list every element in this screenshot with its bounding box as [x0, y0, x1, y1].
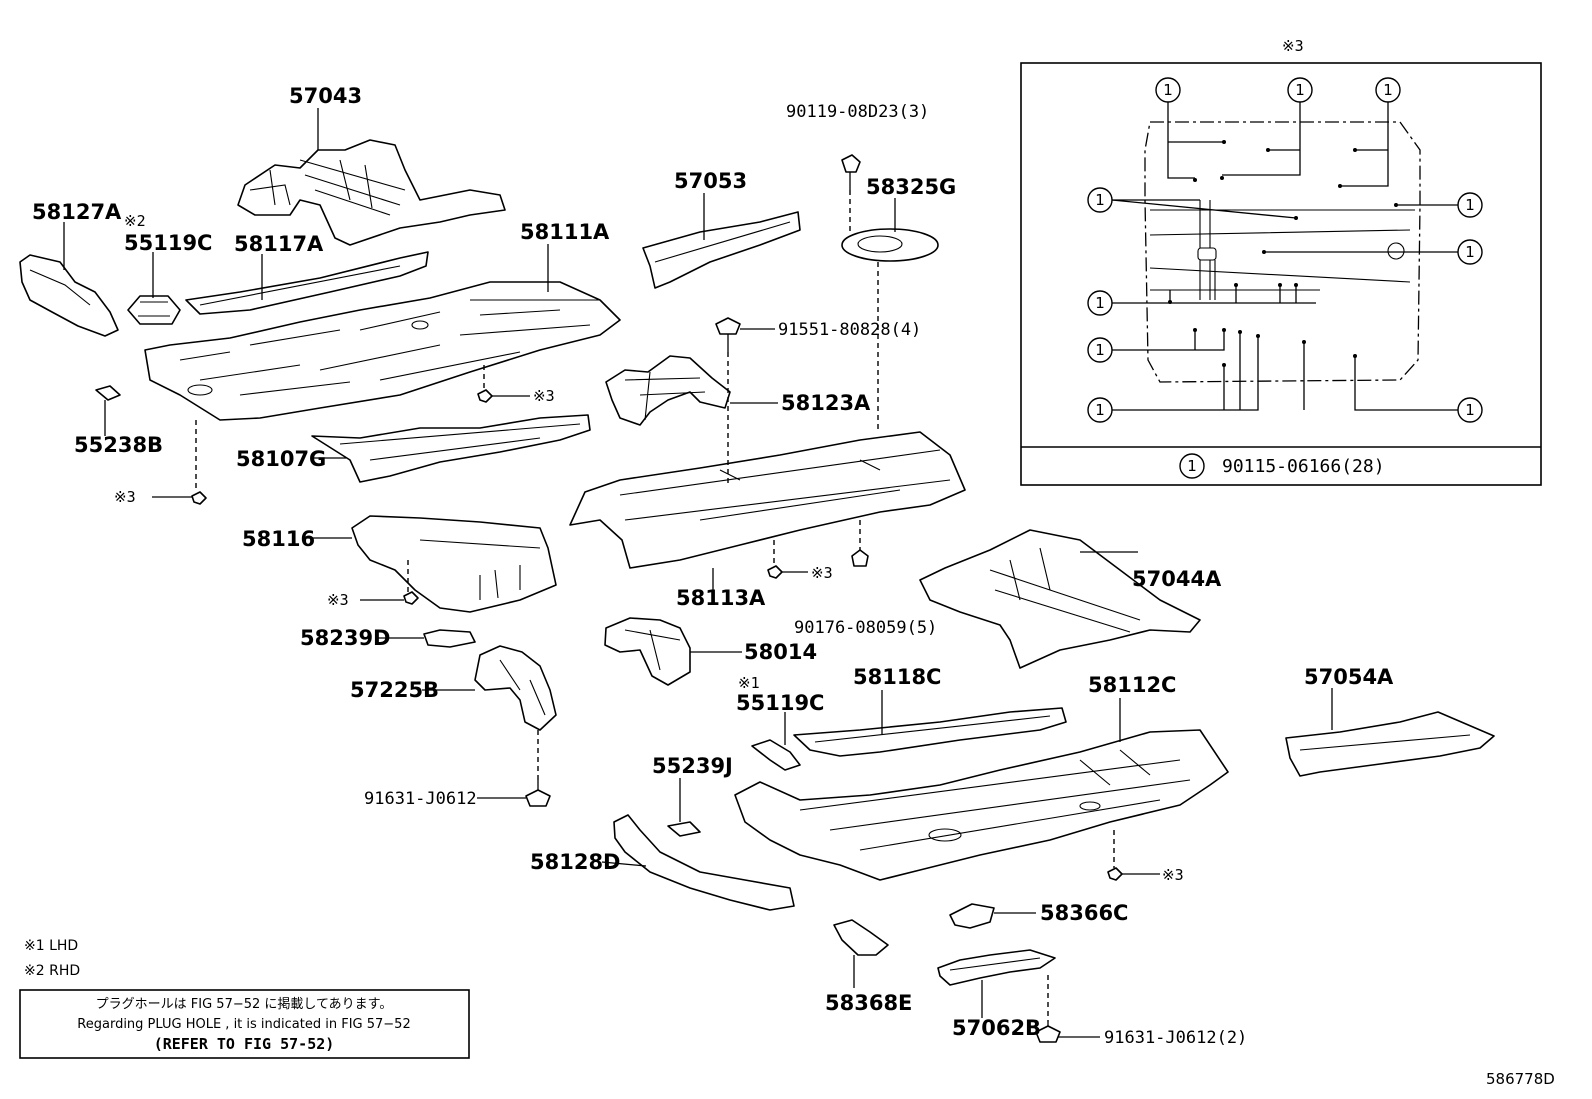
- part-57054A-shape: [1285, 711, 1495, 777]
- svg-text:1: 1: [1163, 81, 1173, 99]
- callout-57044A[interactable]: 57044A: [1132, 567, 1222, 591]
- callout-55238B[interactable]: 55238B: [74, 433, 163, 457]
- callout-58123A[interactable]: 58123A: [781, 391, 871, 415]
- detail-legend-part[interactable]: 90115-06166(28): [1222, 456, 1385, 477]
- figure-id: 586778D: [1486, 1070, 1555, 1088]
- callout-mark3-e: ※3: [1162, 866, 1184, 884]
- callout-mark3-a: ※3: [533, 387, 555, 405]
- part-58014-shape: [604, 617, 691, 686]
- notice-box: プラグホールは FIG 57−52 に掲載してあります。 Regarding P…: [19, 989, 470, 1059]
- svg-text:1: 1: [1465, 401, 1475, 419]
- callout-58118C[interactable]: 58118C: [853, 665, 941, 689]
- bolt-91631-a-shape: [525, 780, 551, 807]
- part-58116-shape: [351, 515, 557, 613]
- svg-text:1: 1: [1465, 196, 1475, 214]
- callout-58014[interactable]: 58014: [744, 640, 817, 664]
- callout-55119C-lhd[interactable]: 55119C: [736, 691, 824, 715]
- part-58368E-shape: [833, 919, 889, 956]
- callout-58107G[interactable]: 58107G: [236, 447, 326, 471]
- callout-58127A[interactable]: 58127A: [32, 200, 122, 224]
- callout-mark3-d: ※3: [811, 564, 833, 582]
- callout-55239J[interactable]: 55239J: [652, 754, 733, 778]
- part-55238B-shape: [95, 385, 121, 401]
- part-58366C-shape: [949, 903, 995, 929]
- notice-line-2: Regarding PLUG HOLE , it is indicated in…: [77, 1017, 410, 1032]
- part-58128D-shape: [613, 814, 795, 911]
- part-57062B-shape: [937, 949, 1056, 986]
- callout-58116[interactable]: 58116: [242, 527, 315, 551]
- callout-mark3-c: ※3: [327, 591, 349, 609]
- callout-58111A[interactable]: 58111A: [520, 220, 610, 244]
- callout-58113A[interactable]: 58113A: [676, 586, 766, 610]
- part-58117A-shape: [185, 251, 429, 315]
- part-58127A-shape: [19, 254, 119, 337]
- callout-57043[interactable]: 57043: [289, 84, 362, 108]
- detail-legend-marker: 1: [1187, 457, 1197, 475]
- part-58118C-shape: [793, 707, 1067, 757]
- callout-57225B[interactable]: 57225B: [350, 678, 439, 702]
- bolt-small-shapes: [191, 389, 1123, 881]
- svg-text:1: 1: [1465, 243, 1475, 261]
- svg-text:1: 1: [1383, 81, 1393, 99]
- legend-lhd: ※1 LHD: [24, 938, 78, 954]
- svg-text:1: 1: [1095, 401, 1105, 419]
- part-55119C-lhd-shape: [751, 739, 801, 771]
- callout-58239D[interactable]: 58239D: [300, 626, 391, 650]
- callout-58366C[interactable]: 58366C: [1040, 901, 1128, 925]
- callout-58128D[interactable]: 58128D: [530, 850, 621, 874]
- callout-57062B[interactable]: 57062B: [952, 1016, 1041, 1040]
- callout-55119C-rhd-mark: ※2: [124, 212, 146, 230]
- part-57043-shape: [237, 139, 506, 246]
- svg-text:1: 1: [1095, 191, 1105, 209]
- detail-box-title: ※3: [1282, 37, 1304, 55]
- callout-91631-a[interactable]: 91631-J0612: [364, 789, 477, 809]
- svg-text:1: 1: [1095, 294, 1105, 312]
- callout-57054A[interactable]: 57054A: [1304, 665, 1394, 689]
- callout-91551[interactable]: 91551-80828(4): [778, 320, 921, 340]
- legend-rhd: ※2 RHD: [24, 963, 80, 979]
- part-55239J-shape: [667, 821, 701, 837]
- part-55119C-rhd-shape: [127, 295, 181, 325]
- callout-90176[interactable]: 90176-08059(5): [794, 618, 937, 638]
- bolt-90176-shape: [851, 549, 869, 567]
- callout-58117A[interactable]: 58117A: [234, 232, 324, 256]
- part-57225B-shape: [474, 645, 557, 731]
- part-57044A-shape: [919, 529, 1201, 669]
- leader-lines: [63, 108, 1333, 1038]
- callout-55119C-lhd-mark: ※1: [738, 674, 760, 692]
- callout-58325G[interactable]: 58325G: [866, 175, 956, 199]
- callout-91631-b[interactable]: 91631-J0612(2): [1104, 1028, 1247, 1048]
- callout-58112C[interactable]: 58112C: [1088, 673, 1176, 697]
- part-58123A-shape: [605, 355, 731, 426]
- callout-55119C-rhd[interactable]: 55119C: [124, 231, 212, 255]
- part-58239D-shape: [423, 629, 476, 648]
- notice-line-1: プラグホールは FIG 57−52 に掲載してあります。: [96, 996, 393, 1012]
- part-58113A-shape: [569, 431, 966, 569]
- callout-58368E[interactable]: 58368E: [825, 991, 912, 1015]
- callout-57053[interactable]: 57053: [674, 169, 747, 193]
- assembly-dashed-lines: [195, 190, 1115, 1022]
- detail-box: ※3 1 1: [1020, 37, 1542, 486]
- part-58107G-shape: [311, 414, 591, 483]
- notice-line-3: (REFER TO FIG 57-52): [154, 1035, 335, 1053]
- part-91551-bolt-shape: [715, 317, 741, 352]
- part-58111A-shape: [144, 281, 621, 421]
- part-58325G-shape: [841, 228, 939, 262]
- part-57053-shape: [642, 211, 801, 289]
- detail-box-markers: 1 1 1 1 1 1 1 1 1 1: [1087, 77, 1483, 423]
- part-90119-bolt-shape: [841, 154, 861, 190]
- callout-90119[interactable]: 90119-08D23(3): [786, 102, 929, 122]
- callout-mark3-b: ※3: [114, 488, 136, 506]
- svg-text:1: 1: [1095, 341, 1105, 359]
- part-58112C-shape: [734, 729, 1229, 881]
- svg-text:1: 1: [1295, 81, 1305, 99]
